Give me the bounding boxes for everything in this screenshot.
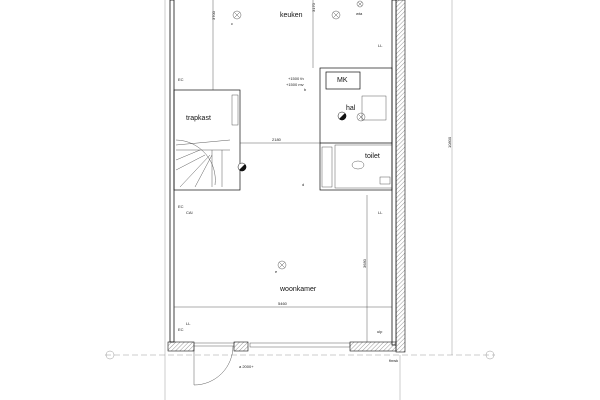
ceiling-light-icon bbox=[356, 112, 366, 122]
wall-front bbox=[233, 341, 249, 352]
ceiling-light-icon bbox=[331, 10, 341, 20]
ceiling-light-icon bbox=[356, 0, 364, 8]
annotation-door: a 2000+ bbox=[239, 364, 254, 369]
switch-label: d bbox=[302, 182, 304, 187]
annotation-ll: LL bbox=[186, 321, 191, 326]
toilet-bowl bbox=[351, 160, 365, 170]
room-label-toilet: toilet bbox=[365, 153, 380, 160]
smoke-detector-icon bbox=[337, 111, 347, 121]
annotation-ulp: ulp bbox=[377, 329, 383, 334]
grid-marker bbox=[105, 350, 115, 360]
annotation-mv: +1500 mv bbox=[286, 82, 304, 87]
annotation-cai: CAI bbox=[186, 210, 193, 215]
outlet-label: EC bbox=[178, 77, 184, 82]
switch-label: e bbox=[275, 269, 278, 274]
outlet-label: EC bbox=[178, 327, 184, 332]
wall-right bbox=[395, 0, 406, 353]
dim-total-depth: 10800 bbox=[447, 136, 452, 148]
dim-living-height: 3680 bbox=[362, 258, 367, 268]
ceiling-light-icon bbox=[232, 10, 242, 20]
annotation-th: +1500 th bbox=[288, 76, 304, 81]
meter-cupboard bbox=[325, 71, 361, 90]
ceiling-light-icon bbox=[277, 260, 287, 270]
stair-void bbox=[361, 95, 387, 121]
hal-walls bbox=[319, 67, 393, 191]
wall-front bbox=[167, 341, 195, 352]
grid-marker bbox=[485, 350, 495, 360]
annotation-ll: LL bbox=[378, 43, 383, 48]
switch-label: b bbox=[304, 87, 307, 92]
dim-keuken-right: 3170 bbox=[311, 2, 316, 12]
trapkast-walls bbox=[173, 89, 241, 191]
dim-hall-width: 2180 bbox=[272, 137, 282, 142]
outlet-label: EC bbox=[178, 204, 184, 209]
room-label-trapkast: trapkast bbox=[186, 115, 211, 122]
switch-label: c bbox=[231, 21, 233, 26]
room-label-woonkamer: woonkamer bbox=[279, 286, 317, 293]
dim-living-width: 5460 bbox=[278, 301, 288, 306]
annotation-wta: wta bbox=[356, 11, 363, 16]
room-label-keuken: keuken bbox=[280, 12, 303, 19]
annotation-finwk: finwk bbox=[389, 358, 398, 363]
toilet-shaft bbox=[321, 146, 333, 188]
dim-keuken-left: 3700 bbox=[211, 10, 216, 20]
room-label-hal: hal bbox=[346, 105, 356, 112]
trapkast-door bbox=[231, 94, 239, 126]
washbasin bbox=[379, 176, 391, 185]
front-door-frame bbox=[193, 342, 235, 347]
smoke-detector-icon bbox=[237, 162, 247, 172]
wall-front bbox=[349, 341, 397, 352]
annotation-ll: LL bbox=[378, 210, 383, 215]
room-label-mk: MK bbox=[337, 77, 348, 84]
front-door-swing bbox=[193, 345, 234, 386]
staircase bbox=[175, 139, 231, 188]
wall-left bbox=[169, 0, 175, 343]
wall-right-inner bbox=[391, 0, 397, 346]
toilet-room bbox=[334, 144, 393, 189]
window-front bbox=[249, 342, 351, 348]
